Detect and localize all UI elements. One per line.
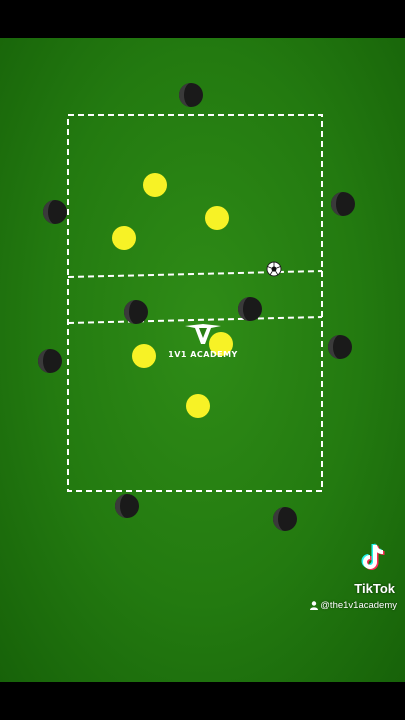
1v1-academy-logo-icon <box>185 324 221 344</box>
academy-logo: 1V1 ACADEMY <box>163 320 243 364</box>
defender-marker <box>273 507 297 531</box>
tiktok-logo-icon <box>361 543 385 570</box>
logo-text: 1V1 ACADEMY <box>168 350 238 359</box>
tiktok-handle-row: @the1v1academy <box>310 600 397 611</box>
playing-area-boundary <box>67 114 323 492</box>
training-pitch: 1V1 ACADEMY TikTok @the1v1academy <box>0 38 405 682</box>
defender-marker <box>328 335 352 359</box>
top-letterbox <box>0 0 405 38</box>
attacker-marker <box>209 332 233 356</box>
defender-marker <box>238 297 262 321</box>
defender-marker <box>115 494 139 518</box>
drill-diagram <box>38 83 355 531</box>
defender-marker <box>38 349 62 373</box>
soccer-ball-icon <box>266 261 282 277</box>
zone-line-upper <box>67 270 323 278</box>
bottom-letterbox <box>0 682 405 720</box>
defender-marker <box>124 300 148 324</box>
user-icon <box>310 601 319 610</box>
attacker-marker <box>143 173 167 197</box>
defender-marker <box>179 83 203 107</box>
tiktok-watermark: TikTok @the1v1academy <box>305 543 401 613</box>
attacker-marker <box>186 394 210 418</box>
defender-marker <box>43 200 67 224</box>
tiktok-brand-label: TikTok <box>354 581 395 596</box>
attacker-marker <box>132 344 156 368</box>
tiktok-handle: @the1v1academy <box>320 600 397 611</box>
field-markings <box>67 114 323 492</box>
players-layer <box>38 83 355 531</box>
attacker-marker <box>205 206 229 230</box>
defender-marker <box>331 192 355 216</box>
zone-line-lower <box>67 316 323 324</box>
attacker-marker <box>112 226 136 250</box>
